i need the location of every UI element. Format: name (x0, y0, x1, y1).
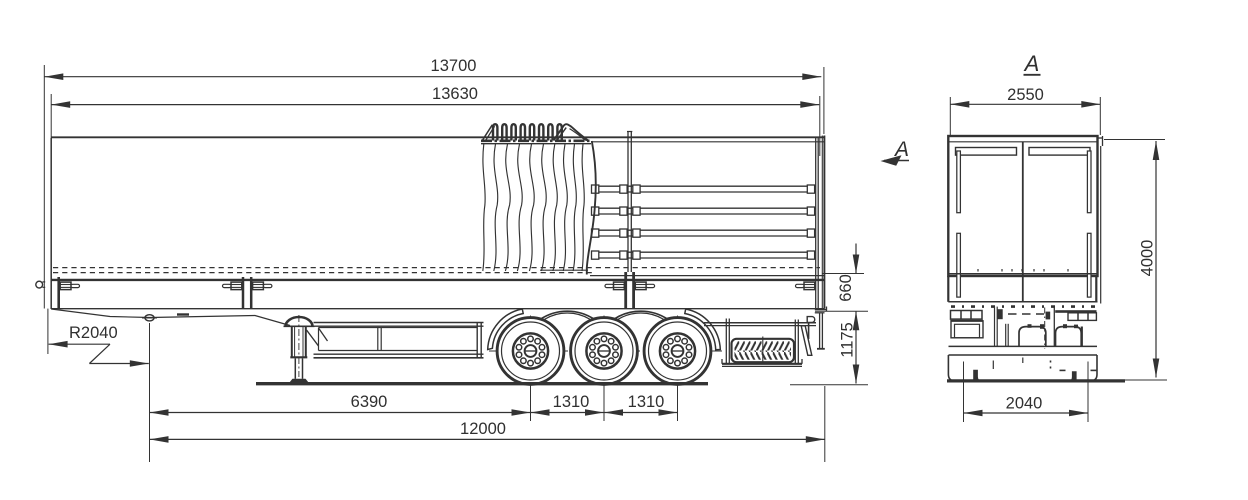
svg-text:4000: 4000 (1139, 240, 1157, 277)
svg-text:13700: 13700 (431, 57, 477, 75)
svg-text:6390: 6390 (351, 393, 388, 411)
svg-text:1310: 1310 (628, 393, 665, 411)
svg-text:1175: 1175 (839, 322, 857, 357)
svg-text:A: A (1023, 51, 1040, 76)
svg-text:660: 660 (837, 274, 855, 302)
svg-text:A: A (893, 138, 909, 161)
svg-text:2550: 2550 (1007, 86, 1044, 104)
svg-text:13630: 13630 (432, 85, 478, 103)
svg-text:12000: 12000 (460, 420, 506, 438)
svg-text:2040: 2040 (1006, 395, 1043, 413)
svg-text:1310: 1310 (553, 393, 590, 411)
svg-text:R2040: R2040 (69, 324, 118, 342)
